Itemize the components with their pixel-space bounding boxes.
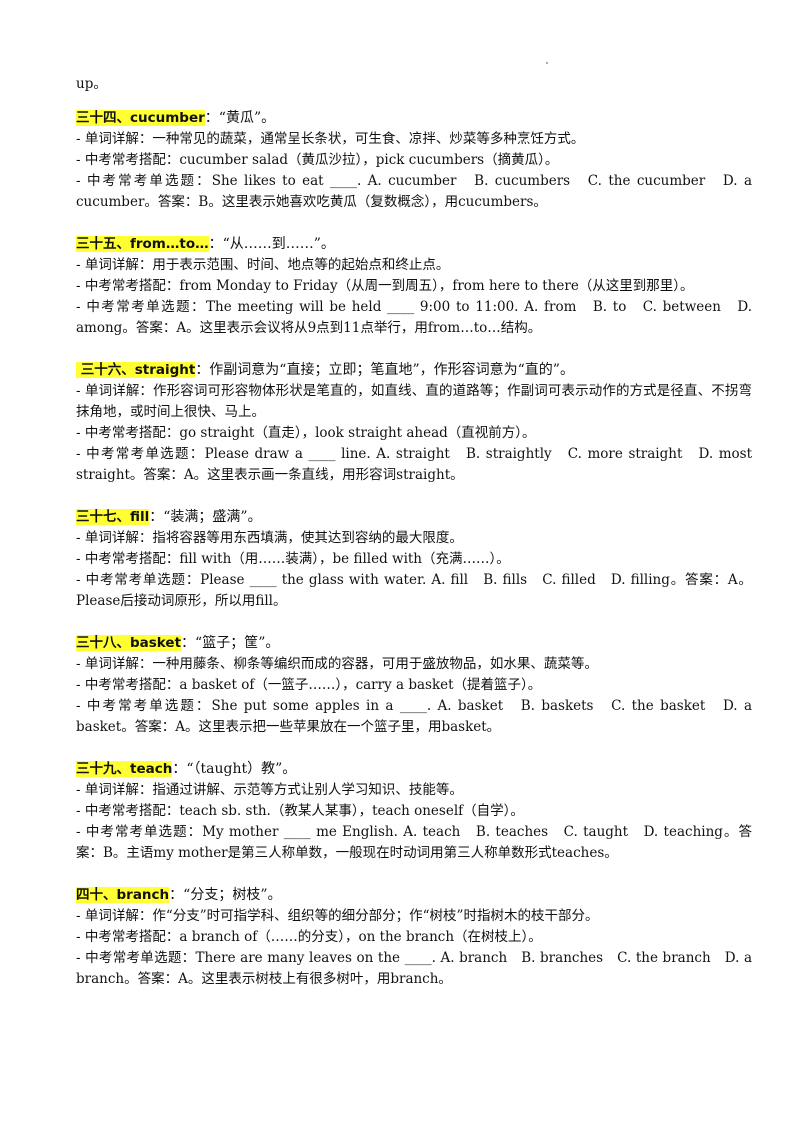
entry-heading: 三十四、cucumber：“黄瓜”。 (76, 107, 752, 129)
entry-word-highlight: 三十六、straight (76, 362, 196, 378)
entry-collocation-line: - 中考常考搭配：fill with（用……装满），be filled with… (76, 551, 510, 567)
entry-quiz-line: - 中考常考单选题：The meeting will be held ____ … (76, 299, 752, 336)
entry-meaning: ：“装满；盛满”。 (149, 509, 262, 525)
entry-meaning: ：“从……到……”。 (208, 236, 335, 252)
entry-heading: 三十七、fill：“装满；盛满”。 (76, 506, 752, 528)
vocab-entry-36: 三十六、straight：作副词意为“直接；立即；笔直地”，作形容词意为“直的”… (76, 359, 752, 486)
vocab-entry-35: 三十五、from…to…：“从……到……”。 - 单词详解：用于表示范围、时间、… (76, 233, 752, 339)
entry-word-highlight: 三十五、from…to… (76, 236, 209, 252)
vocab-entry-37: 三十七、fill：“装满；盛满”。 - 单词详解：指将容器等用东西填满，使其达到… (76, 506, 752, 612)
entry-word-highlight: 四十、branch (76, 887, 170, 903)
entry-word-highlight: 三十四、cucumber (76, 110, 205, 126)
entry-word-highlight: 三十八、basket (76, 635, 182, 651)
entry-word-highlight: 三十九、teach (76, 761, 173, 777)
entry-quiz-line: - 中考常考单选题：She put some apples in a ____.… (76, 698, 752, 735)
entry-meaning: ：“黄瓜”。 (204, 110, 276, 126)
vocab-entry-39: 三十九、teach：“（taught）教”。 - 单词详解：指通过讲解、示范等方… (76, 758, 752, 864)
entry-collocation-line: - 中考常考搭配：from Monday to Friday（从周一到周五），f… (76, 278, 694, 294)
entry-detail-line: - 单词详解：一种常见的蔬菜，通常呈长条状，可生食、凉拌、炒菜等多种烹饪方式。 (76, 131, 585, 147)
entry-quiz-line: - 中考常考单选题：My mother ____ me English. A. … (76, 824, 752, 861)
entry-quiz-line: - 中考常考单选题：She likes to eat ____. A. cucu… (76, 173, 752, 210)
entry-collocation-line: - 中考常考搭配：teach sb. sth.（教某人某事），teach one… (76, 803, 524, 819)
entry-detail-line: - 单词详解：用于表示范围、时间、地点等的起始点和终止点。 (76, 257, 450, 273)
entry-word-highlight: 三十七、fill (76, 509, 150, 525)
document-page: up。 三十四、cucumber：“黄瓜”。 - 单词详解：一种常见的蔬菜，通常… (76, 74, 752, 1010)
entry-quiz-line: - 中考常考单选题：Please draw a ____ line. A. st… (76, 446, 752, 483)
entry-collocation-line: - 中考常考搭配：a branch of（……的分支），on the branc… (76, 929, 542, 945)
entry-meaning: ：“篮子；筐”。 (181, 635, 280, 651)
entry-heading: 三十九、teach：“（taught）教”。 (76, 758, 752, 780)
entry-detail-line: - 单词详解：指通过讲解、示范等方式让别人学习知识、技能等。 (76, 782, 463, 798)
entry-collocation-line: - 中考常考搭配：go straight（直走），look straight a… (76, 425, 536, 441)
entry-quiz-line: - 中考常考单选题：There are many leaves on the _… (76, 950, 752, 987)
entry-detail-line: - 单词详解：指将容器等用东西填满，使其达到容纳的最大限度。 (76, 530, 463, 546)
entry-heading: 三十六、straight：作副词意为“直接；立即；笔直地”，作形容词意为“直的”… (76, 359, 752, 381)
entry-meaning: ：“（taught）教”。 (172, 761, 297, 777)
entry-collocation-line: - 中考常考搭配：a basket of（一篮子……），carry a bask… (76, 677, 542, 693)
page-speck (546, 62, 548, 64)
entry-detail-line: - 单词详解：作形容词可形容物体形状是笔直的，如直线、直的道路等；作副词可表示动… (76, 383, 752, 420)
entry-collocation-line: - 中考常考搭配：cucumber salad（黄瓜沙拉），pick cucum… (76, 152, 559, 168)
entry-meaning: ：“分支；树枝”。 (169, 887, 282, 903)
entry-detail-line: - 单词详解：一种用藤条、柳条等编织而成的容器，可用于盛放物品，如水果、蔬菜等。 (76, 656, 598, 672)
vocab-entry-40: 四十、branch：“分支；树枝”。 - 单词详解：作“分支”时可指学科、组织等… (76, 884, 752, 990)
vocab-entry-38: 三十八、basket：“篮子；筐”。 - 单词详解：一种用藤条、柳条等编织而成的… (76, 632, 752, 738)
continuation-text: up。 (76, 76, 107, 92)
vocab-entry-34: 三十四、cucumber：“黄瓜”。 - 单词详解：一种常见的蔬菜，通常呈长条状… (76, 107, 752, 213)
entry-detail-line: - 单词详解：作“分支”时可指学科、组织等的细分部分；作“树枝”时指树木的枝干部… (76, 908, 599, 924)
entry-meaning: ：作副词意为“直接；立即；笔直地”，作形容词意为“直的”。 (195, 362, 574, 378)
entry-heading: 三十五、from…to…：“从……到……”。 (76, 233, 752, 255)
entry-quiz-line: - 中考常考单选题：Please ____ the glass with wat… (76, 572, 752, 609)
entry-heading: 三十八、basket：“篮子；筐”。 (76, 632, 752, 654)
entry-heading: 四十、branch：“分支；树枝”。 (76, 884, 752, 906)
